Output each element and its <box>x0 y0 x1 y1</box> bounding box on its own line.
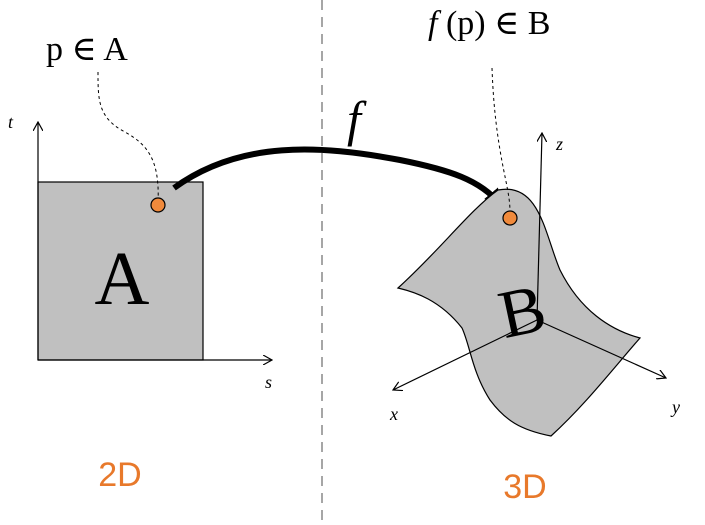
point-fp-func: f <box>428 5 442 42</box>
region-a <box>37 181 204 361</box>
fp-leader-line <box>491 67 511 213</box>
point-p <box>150 197 166 213</box>
function-label: f <box>347 91 367 147</box>
z-axis <box>536 133 542 321</box>
s-axis-label: s <box>265 372 272 392</box>
x-axis-label: x <box>389 404 398 424</box>
y-axis-label: y <box>670 397 680 417</box>
region-b <box>396 188 642 437</box>
z-axis-label: z <box>555 134 563 154</box>
point-p-label: p ∈ A <box>46 31 128 68</box>
point-fp <box>502 210 518 226</box>
region-a-label: A <box>95 237 150 321</box>
mapping-arrow <box>172 146 503 206</box>
point-fp-label: f (p) ∈ B <box>428 5 550 42</box>
point-fp-rest: (p) ∈ B <box>446 5 551 42</box>
x-axis <box>393 319 538 390</box>
dimension-label-2d: 2D <box>98 456 141 494</box>
t-axis-label: t <box>8 112 14 132</box>
dimension-label-3d: 3D <box>503 468 546 506</box>
y-axis <box>536 319 666 378</box>
